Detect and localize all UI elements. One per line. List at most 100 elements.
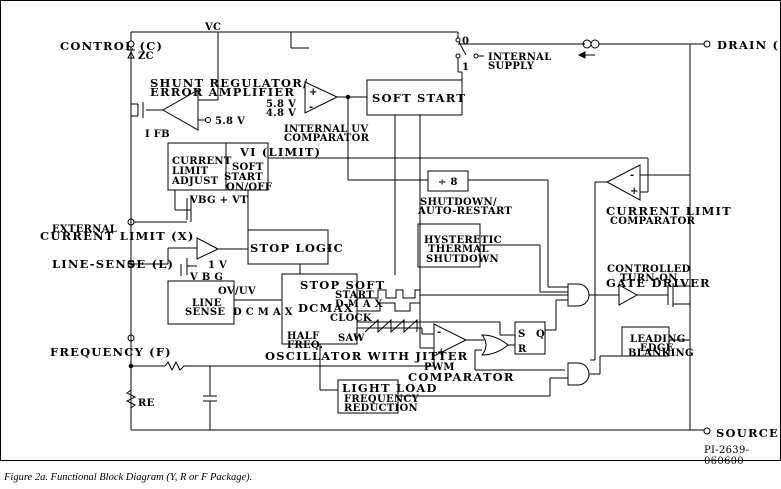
clock-label: CLOCK bbox=[330, 313, 372, 324]
dcmax-label: DCMAX bbox=[298, 301, 354, 315]
gate-driver-label: GATE DRIVER bbox=[606, 276, 711, 290]
dcmax-side-label: D C M A X bbox=[233, 307, 293, 318]
internal-uv-label: INTERNAL UV bbox=[284, 124, 368, 135]
uv-4v8-label: 4.8 V bbox=[266, 108, 296, 119]
figure-id: PI-2639-060600 bbox=[704, 445, 750, 467]
pwm-minus-label: - bbox=[437, 327, 441, 338]
frequency-reduction-label-2: REDUCTION bbox=[344, 403, 418, 414]
sr-s-label: S bbox=[518, 329, 526, 340]
line-sense-pin-label: LINE-SENSE (L) bbox=[52, 257, 174, 271]
half-freq-label-1: HALF bbox=[287, 331, 320, 342]
clock-waveform bbox=[357, 289, 420, 299]
external-label: EXTERNAL bbox=[52, 224, 117, 235]
pwm-label: PWM bbox=[424, 362, 455, 373]
sr-r-label: R bbox=[518, 344, 527, 355]
pwm-comparator-label: COMPARATOR bbox=[408, 370, 515, 384]
divide-by-8-block bbox=[427, 170, 469, 192]
soft-start-onoff-label-2: START bbox=[224, 172, 263, 183]
and-gate-output bbox=[567, 283, 590, 307]
drain-pin-label: DRAIN (D) bbox=[717, 38, 781, 52]
error-amplifier-label: ERROR AMPLIFIER bbox=[150, 85, 295, 99]
half-freq-label-2: FREQ. bbox=[287, 340, 323, 351]
current-limit-comparator-label-1: CURRENT LIMIT bbox=[606, 204, 732, 218]
clc-minus-label: - bbox=[630, 170, 634, 181]
sr-q-label: Q bbox=[536, 329, 545, 340]
external-current-limit-pin-label: CURRENT LIMIT (X) bbox=[40, 229, 194, 243]
leading-label: LEADING bbox=[630, 334, 686, 345]
start-label: START bbox=[335, 290, 374, 301]
auto-restart-label: AUTO-RESTART bbox=[417, 206, 512, 217]
sr-latch bbox=[514, 321, 546, 355]
saw-waveform bbox=[364, 318, 418, 334]
shunt-regulator-label: SHUNT REGULATOR/ bbox=[150, 76, 308, 90]
sense-box-label: SENSE bbox=[185, 307, 225, 318]
clc-plus-label: + bbox=[630, 186, 639, 197]
current-limit-comparator-label-2: COMPARATOR bbox=[610, 216, 696, 227]
line-sense-block bbox=[167, 280, 235, 325]
hysteretic-label: HYSTERETIC bbox=[424, 235, 502, 246]
and-gate-leb bbox=[567, 362, 590, 386]
vbg-label: V B G bbox=[189, 272, 223, 283]
frequency-pin-label: FREQUENCY (F) bbox=[50, 345, 172, 359]
current-limit-adjust-label-3: ADJUST bbox=[171, 176, 219, 187]
current-limit-comparator bbox=[605, 164, 641, 201]
current-limit-adjust-label-2: LIMIT bbox=[172, 166, 209, 177]
internal-uv-comparator-label: COMPARATOR bbox=[284, 133, 370, 144]
line-1v-label: 1 V bbox=[208, 260, 227, 271]
light-load-label: LIGHT LOAD bbox=[342, 381, 438, 395]
vbg-vt-label: VBG + VT bbox=[189, 195, 248, 206]
dmax-label: D M A X bbox=[335, 299, 383, 310]
controlled-label: CONTROLLED bbox=[607, 264, 691, 275]
internal-uv-comparator bbox=[304, 81, 339, 114]
uv-plus-label: + bbox=[309, 87, 318, 98]
uv-5v8-label: 5.8 V bbox=[266, 99, 296, 110]
shutdown-thermal-label: SHUTDOWN bbox=[426, 254, 499, 265]
switch-1-label: 1 bbox=[462, 62, 469, 73]
shunt-regulator-amplifier bbox=[161, 89, 199, 131]
frequency-resistor bbox=[164, 360, 210, 372]
dmax-waveform bbox=[357, 302, 421, 312]
edge-label: EDGE bbox=[640, 343, 674, 354]
source-pin-label: SOURCE bbox=[716, 426, 779, 440]
drain-pin-terminal bbox=[703, 40, 711, 48]
stop-soft-label: STOP SOFT bbox=[300, 278, 385, 292]
ifb-label: I FB bbox=[145, 129, 170, 140]
saw-label: SAW bbox=[338, 333, 365, 344]
figure-caption: Figure 2a. Functional Block Diagram (Y, … bbox=[4, 472, 253, 483]
pwm-plus-label: + bbox=[437, 347, 446, 358]
stop-logic-label: STOP LOGIC bbox=[250, 241, 344, 255]
blanking-label: BLANKING bbox=[628, 348, 694, 359]
soft-start-onoff-label-3: ON/OFF bbox=[226, 182, 272, 193]
soft-start-onoff-block bbox=[225, 142, 269, 191]
control-pin-label: CONTROL (C) bbox=[60, 39, 163, 53]
or-gate bbox=[480, 334, 509, 356]
divide-by-8-label: ÷ 8 bbox=[438, 177, 458, 188]
turn-on-label: TURN-ON bbox=[620, 273, 678, 284]
switch-0-label: 0 bbox=[462, 36, 469, 47]
soft-start-onoff-label-1: SOFT bbox=[232, 162, 264, 173]
frequency-reduction-label-1: FREQUENCY bbox=[344, 394, 420, 405]
source-pin-terminal bbox=[703, 427, 711, 435]
oscillator-label: OSCILLATOR WITH JITTER bbox=[265, 349, 468, 363]
current-limit-adjust-label-1: CURRENT bbox=[172, 156, 232, 167]
gate-driver-buffer bbox=[618, 284, 639, 306]
zc-label: ZC bbox=[138, 51, 154, 62]
line-sense-comparator bbox=[196, 237, 220, 260]
ovuv-label: OV/UV bbox=[218, 286, 256, 297]
vi-limit-label: VI (LIMIT) bbox=[239, 145, 321, 159]
re-resistor bbox=[125, 389, 137, 409]
re-label: RE bbox=[138, 398, 155, 409]
vc-label: VC bbox=[204, 22, 221, 33]
line-box-label: LINE bbox=[192, 298, 222, 309]
leading-edge-blanking-block bbox=[621, 326, 670, 357]
soft-start-label: SOFT START bbox=[372, 91, 466, 105]
reference-5v8-label: 5.8 V bbox=[215, 116, 245, 127]
internal-supply-label-1: INTERNAL bbox=[488, 52, 552, 63]
thermal-label: THERMAL bbox=[428, 244, 489, 255]
internal-supply-label-2: SUPPLY bbox=[488, 61, 535, 72]
uv-minus-label: - bbox=[309, 102, 313, 113]
pwm-comparator bbox=[433, 323, 468, 357]
stop-logic-block bbox=[247, 229, 329, 265]
shutdown-label: SHUTDOWN/ bbox=[420, 197, 497, 208]
